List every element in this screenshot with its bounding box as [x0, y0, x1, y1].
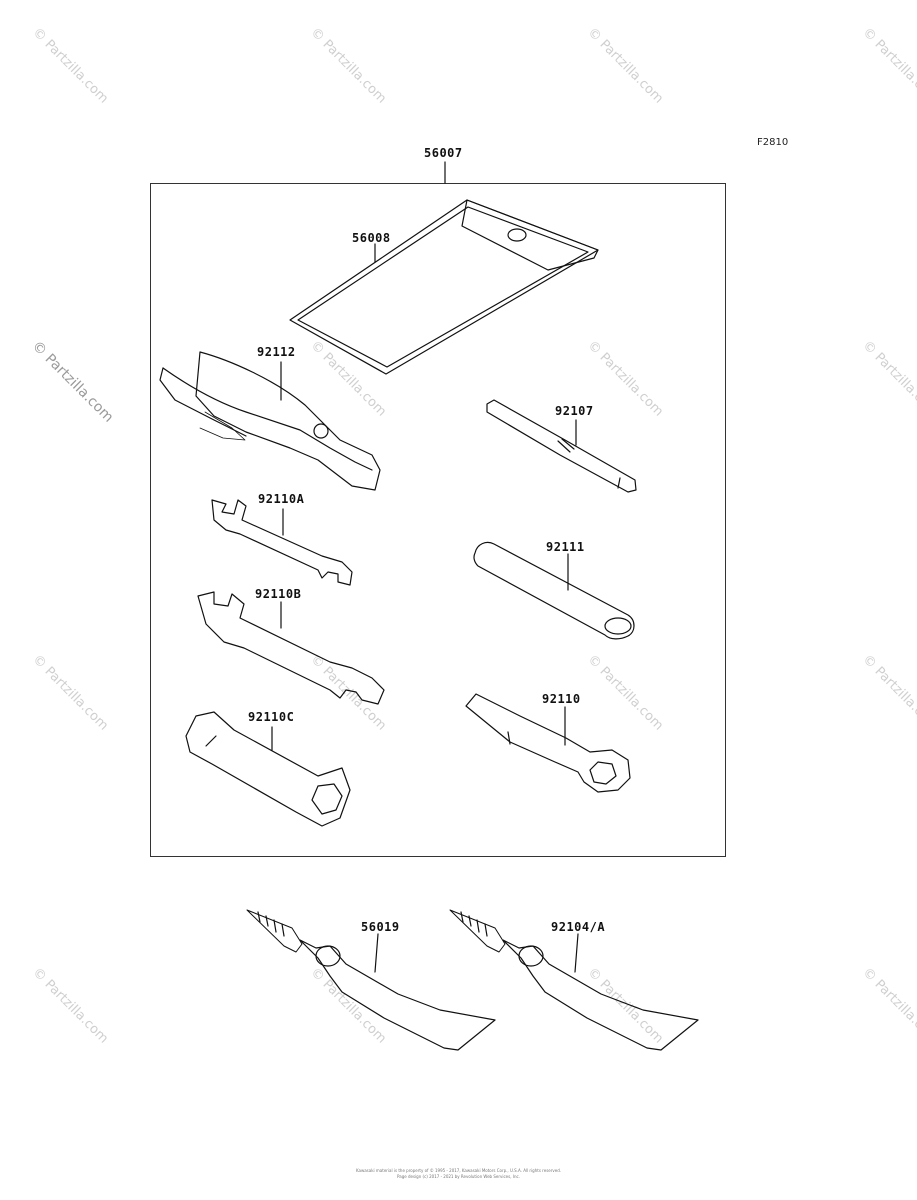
copyright-line: Page design (c) 2017 - 2021 by Revolutio… — [397, 1174, 520, 1179]
part-number-92104a[interactable]: 92104/A — [551, 920, 606, 934]
part-number-56008[interactable]: 56008 — [352, 231, 391, 245]
leader-line — [374, 933, 379, 973]
toolkit-frame — [150, 183, 726, 857]
part-number-92111[interactable]: 92111 — [546, 540, 585, 554]
figure-code: F2810 — [757, 137, 789, 148]
grease-tube-2 — [449, 909, 699, 1051]
part-number-92110a[interactable]: 92110A — [258, 492, 305, 506]
part-number-92107[interactable]: 92107 — [555, 404, 594, 418]
plug-wrench — [185, 711, 351, 827]
tool-pouch — [289, 199, 599, 375]
leader-line — [574, 933, 579, 973]
part-number-92110[interactable]: 92110 — [542, 692, 581, 706]
grease-tube-1 — [246, 909, 496, 1051]
handle-tube — [473, 541, 635, 640]
pliers — [159, 351, 381, 491]
part-number-92110b[interactable]: 92110B — [255, 587, 302, 601]
wrench-b — [197, 591, 385, 705]
part-number-56019[interactable]: 56019 — [361, 920, 400, 934]
part-number-92110c[interactable]: 92110C — [248, 710, 295, 724]
wrench-a — [211, 499, 353, 586]
copyright-line: Kawasaki material is the property of © 1… — [355, 1168, 562, 1173]
ring-wrench — [465, 693, 631, 793]
screwdriver — [486, 399, 637, 493]
part-number-56007[interactable]: 56007 — [424, 146, 463, 160]
part-number-92112[interactable]: 92112 — [257, 345, 296, 359]
